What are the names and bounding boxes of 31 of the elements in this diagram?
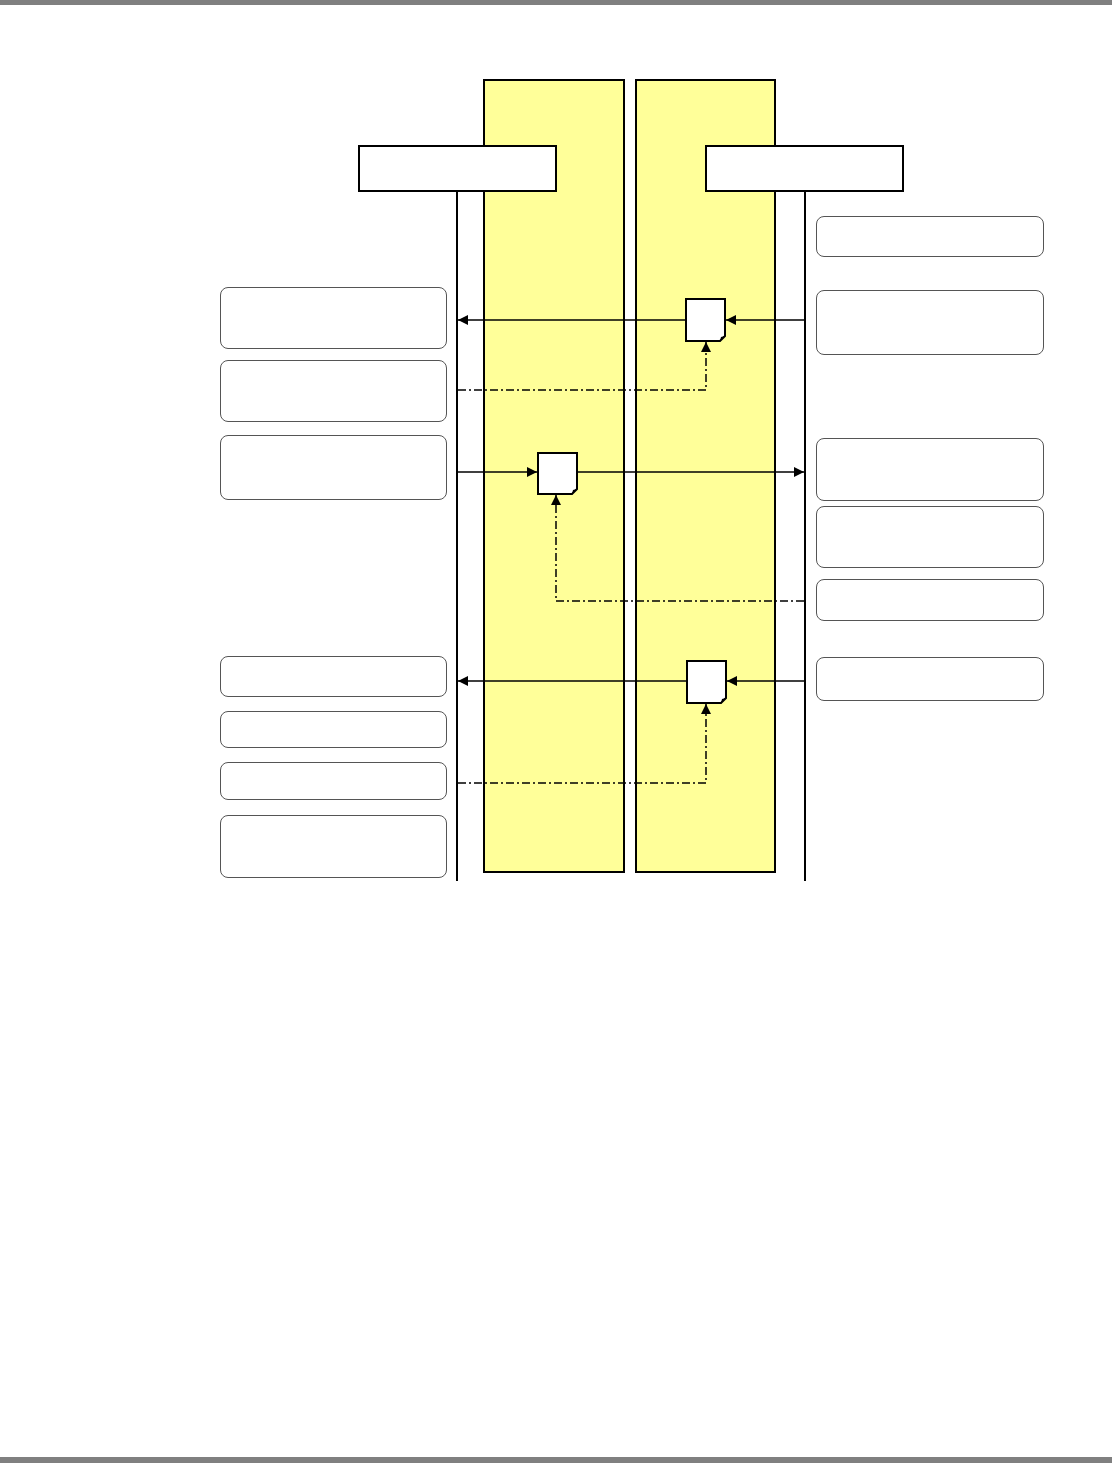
note-box — [816, 506, 1044, 568]
arrow — [726, 676, 805, 686]
arrow — [725, 315, 805, 325]
dash-dot-arrow — [457, 703, 711, 784]
document-icon — [686, 660, 727, 704]
arrow — [457, 315, 686, 325]
note-box — [220, 360, 447, 422]
participant-box — [358, 145, 557, 192]
dash-dot-arrow — [457, 341, 711, 391]
note-box — [816, 290, 1044, 355]
lifeline — [804, 191, 806, 881]
note-box — [816, 657, 1044, 701]
note-box — [220, 762, 447, 800]
note-box — [816, 579, 1044, 621]
participant-box — [705, 145, 904, 192]
note-box — [220, 815, 447, 878]
note-box — [816, 438, 1044, 501]
highlight-band — [635, 79, 776, 873]
document-icon — [537, 452, 578, 495]
arrow — [457, 467, 538, 477]
lifeline — [456, 191, 458, 881]
highlight-band — [483, 79, 625, 873]
note-box — [220, 287, 447, 349]
arrow — [577, 467, 805, 477]
arrow — [457, 676, 687, 686]
note-box — [220, 435, 447, 500]
note-box — [220, 711, 447, 748]
note-box — [816, 216, 1044, 257]
document-icon — [685, 298, 726, 342]
dash-dot-arrow — [551, 494, 805, 602]
note-box — [220, 656, 447, 697]
